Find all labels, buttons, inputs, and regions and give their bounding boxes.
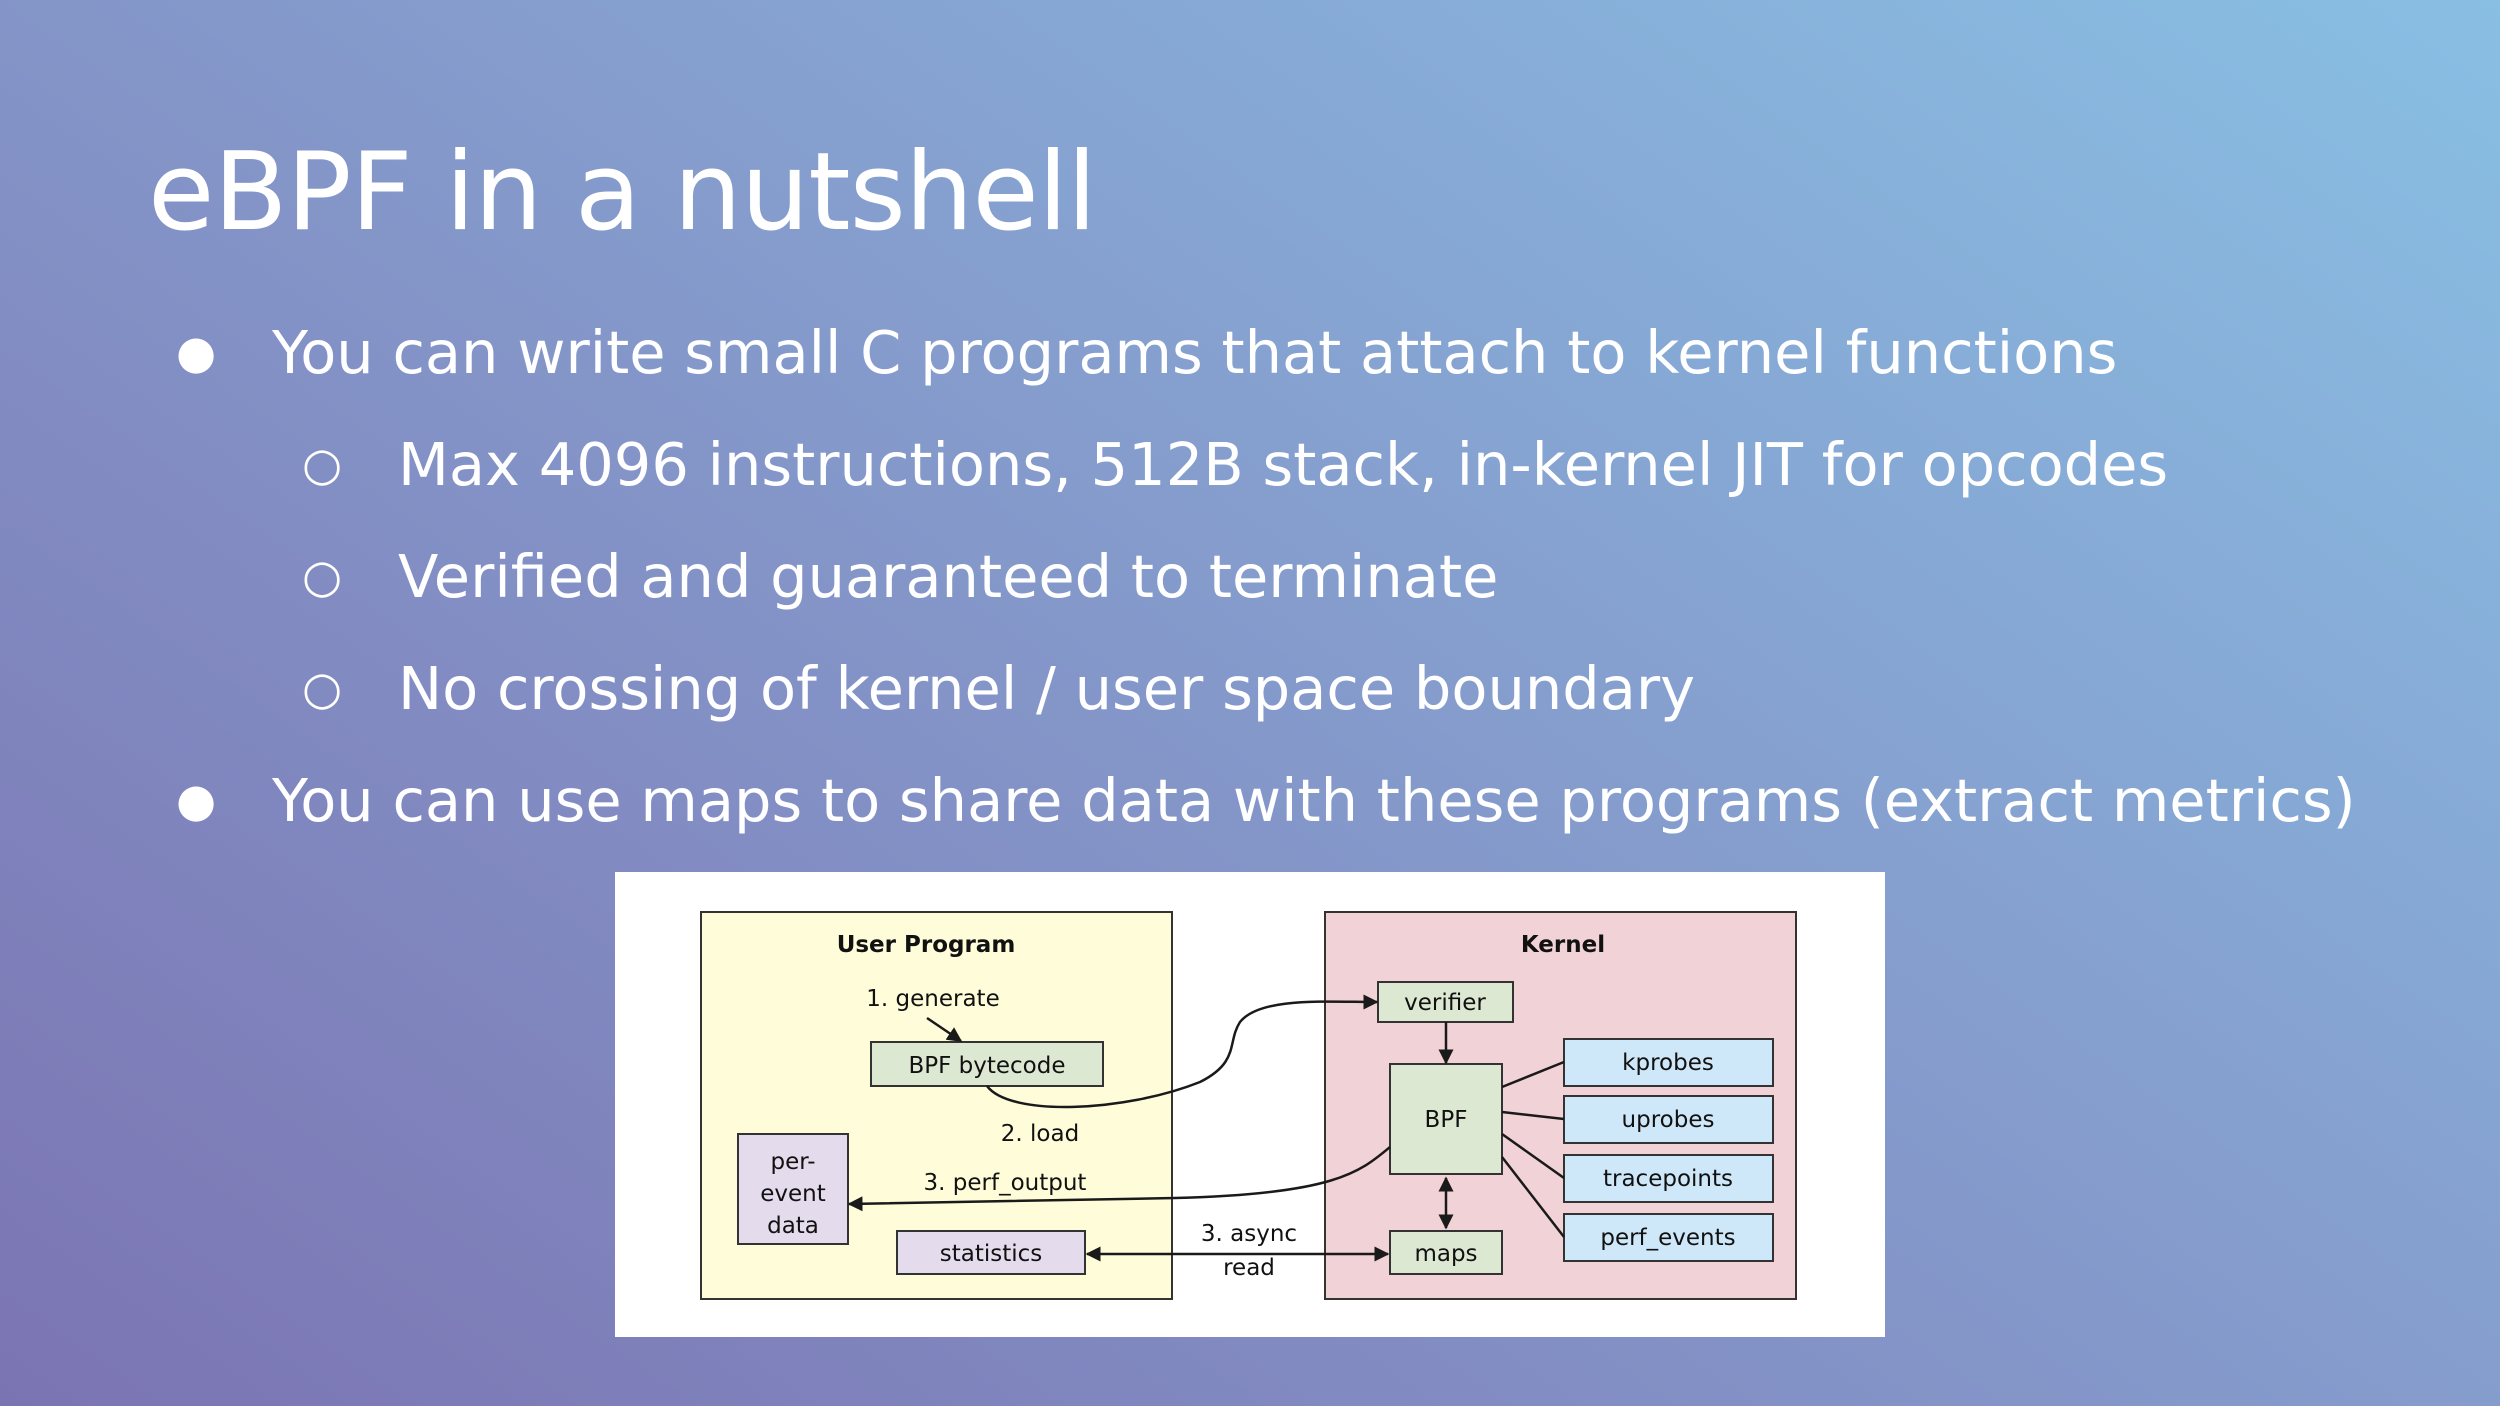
kernel-title: Kernel — [1521, 932, 1605, 958]
bullet-marker: ● — [176, 773, 217, 827]
uprobes-label: uprobes — [1622, 1107, 1715, 1133]
sub-bullet-item: ○ Max 4096 instructions, 512B stack, in-… — [302, 429, 2169, 499]
bullet-marker: ● — [176, 325, 217, 379]
generate-arrow — [926, 1016, 963, 1043]
per-event-data-label: data — [767, 1213, 819, 1239]
uprobes-link — [1501, 1110, 1565, 1121]
user-program-title: User Program — [837, 932, 1016, 958]
verifier-label: verifier — [1404, 990, 1486, 1016]
maps-box — [1389, 1230, 1503, 1275]
ebpf-architecture-diagram: User Program Kernel 1. generate BPF byte… — [615, 872, 1885, 1337]
generate-label: 1. generate — [866, 986, 999, 1012]
load-label: 2. load — [1001, 1121, 1079, 1147]
statistics-label: statistics — [940, 1241, 1043, 1267]
sub-bullet-marker: ○ — [302, 549, 343, 603]
perf-output-label: 3. perf_output — [924, 1170, 1087, 1196]
bullet-text: You can write small C programs that atta… — [272, 317, 2118, 387]
bullet-text: You can use maps to share data with thes… — [272, 765, 2356, 835]
sub-bullet-item: ○ Verified and guaranteed to terminate — [302, 541, 1499, 611]
perf-output-arrow — [847, 1146, 1391, 1212]
per-event-data-label: event — [760, 1181, 826, 1207]
async-read-label: 3. async — [1201, 1221, 1297, 1247]
maps-label: maps — [1414, 1241, 1477, 1267]
uprobes-box — [1563, 1095, 1774, 1144]
per-event-data-label: per- — [770, 1149, 815, 1175]
async-read-label: read — [1223, 1255, 1275, 1281]
bullet-item: ● You can write small C programs that at… — [176, 317, 2118, 387]
kprobes-label: kprobes — [1622, 1050, 1714, 1076]
per-event-data-box — [737, 1133, 849, 1245]
sub-bullet-item: ○ No crossing of kernel / user space bou… — [302, 653, 1696, 723]
perf-events-box — [1563, 1213, 1774, 1262]
bpf-box — [1389, 1063, 1503, 1175]
tracepoints-link — [1501, 1132, 1565, 1180]
perf-events-link — [1501, 1156, 1565, 1238]
tracepoints-label: tracepoints — [1603, 1166, 1733, 1192]
sub-bullet-marker: ○ — [302, 437, 343, 491]
bpf-label: BPF — [1425, 1107, 1468, 1133]
statistics-box — [896, 1230, 1086, 1275]
kprobes-link — [1501, 1060, 1565, 1089]
sub-bullet-text: Verified and guaranteed to terminate — [398, 541, 1499, 611]
sub-bullet-text: Max 4096 instructions, 512B stack, in-ke… — [398, 429, 2169, 499]
sub-bullet-text: No crossing of kernel / user space bound… — [398, 653, 1696, 723]
perf-events-label: perf_events — [1600, 1225, 1735, 1251]
bpf-bytecode-label: BPF bytecode — [908, 1053, 1065, 1079]
sub-bullet-marker: ○ — [302, 661, 343, 715]
slide-title: eBPF in a nutshell — [148, 130, 1097, 255]
tracepoints-box — [1563, 1154, 1774, 1203]
bullet-item: ● You can use maps to share data with th… — [176, 765, 2356, 835]
load-arrow — [985, 994, 1379, 1109]
